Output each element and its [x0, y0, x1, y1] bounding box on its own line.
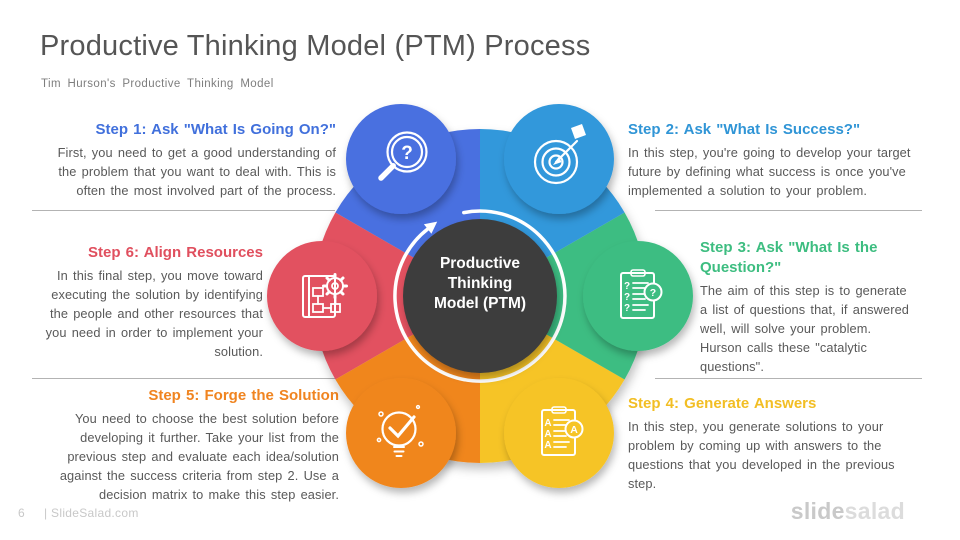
svg-text:?: ? [650, 287, 656, 299]
svg-text:A: A [544, 429, 551, 440]
center-circle [403, 219, 557, 373]
svg-text:A: A [544, 440, 551, 451]
svg-text:?: ? [624, 303, 630, 314]
step-6-heading: Step 6: Align Resources [88, 244, 263, 261]
svg-text:A: A [570, 424, 578, 436]
step-2-body: In this step, you're going to develop yo… [628, 145, 911, 198]
step-4-body: In this step, you generate solutions to … [628, 419, 895, 491]
cycle-arrow-icon [393, 209, 567, 383]
step-2-block: Step 2: Ask "What Is Success?" In this s… [628, 120, 926, 200]
question-list-clipboard-icon: ? ? ? ? [620, 269, 663, 319]
step-2-heading: Step 2: Ask "What Is Success?" [628, 121, 861, 138]
step-4-circle [504, 378, 614, 488]
divider-bottom-left [32, 378, 335, 379]
svg-text:A: A [544, 418, 551, 429]
step-1-circle [346, 104, 456, 214]
logo-text-slide: slide [790, 498, 845, 524]
step-6-body: In this final step, you move toward exec… [45, 268, 263, 359]
footer-site-link: | SlideSalad.com [44, 506, 139, 520]
step-5-block: Step 5: Forge the Solution You need to c… [36, 386, 339, 504]
target-dart-icon [533, 124, 586, 185]
svg-text:?: ? [624, 281, 630, 292]
divider-top-right [655, 210, 922, 211]
svg-text:?: ? [624, 292, 630, 303]
step-3-block: Step 3: Ask "What Is the Question?" The … [700, 238, 918, 376]
bulb-check-icon [376, 404, 424, 457]
step-2-bubble [504, 104, 614, 214]
step-3-circle [583, 241, 693, 351]
page-title: Productive Thinking Model (PTM) Process [40, 30, 591, 62]
step-1-block: Step 1: Ask "What Is Going On?" First, y… [36, 120, 336, 200]
magnifier-question-icon: ? [378, 131, 428, 181]
plan-gear-icon [302, 273, 348, 318]
step-3-body: The aim of this step is to generate a li… [700, 283, 910, 374]
step-1-body: First, you need to get a good understand… [57, 145, 336, 198]
divider-bottom-right [655, 378, 922, 379]
step-1-heading: Step 1: Ask "What Is Going On?" [95, 121, 336, 138]
step-4-heading: Step 4: Generate Answers [628, 395, 817, 412]
step-3-heading: Step 3: Ask "What Is the Question?" [700, 239, 878, 276]
answer-list-clipboard-icon: A A A A [541, 406, 584, 456]
step-6-bubble [267, 241, 377, 351]
page-subtitle: Tim Hurson's Productive Thinking Model [41, 78, 274, 90]
svg-text:?: ? [401, 143, 413, 164]
logo-text-salad: salad [844, 498, 905, 524]
slidesalad-logo: slidesalad [791, 498, 905, 525]
step-4-block: Step 4: Generate Answers In this step, y… [628, 394, 928, 493]
step-5-bubble [346, 378, 456, 488]
step-4-bubble: A A A A [504, 378, 614, 488]
step-5-heading: Step 5: Forge the Solution [148, 387, 339, 404]
page-number: 6 [18, 506, 25, 520]
center-label: Productive Thinking Model (PTM) [433, 255, 527, 312]
step-3-bubble: ? ? ? ? [583, 241, 693, 351]
step-1-bubble: ? [346, 104, 456, 214]
step-6-block: Step 6: Align Resources In this final st… [36, 243, 263, 361]
divider-top-left [32, 210, 335, 211]
step-5-body: You need to choose the best solution bef… [59, 411, 339, 502]
